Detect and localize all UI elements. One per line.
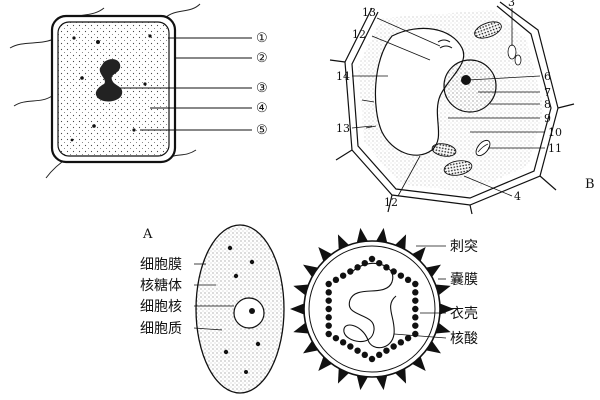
diagram-c-bacterium xyxy=(193,224,285,394)
panel-letter-b: B xyxy=(585,177,595,192)
capsomere xyxy=(404,334,412,342)
capsomere xyxy=(412,305,419,313)
virus-envelope xyxy=(303,240,441,378)
nucleus-shape xyxy=(95,59,123,102)
label-b-12-top: 12 xyxy=(352,28,366,41)
nucleus xyxy=(233,297,265,329)
capsomere xyxy=(412,297,419,304)
label-b-8: 8 xyxy=(544,98,551,111)
callout-1: ① xyxy=(256,31,268,46)
label-b-10: 10 xyxy=(548,126,562,139)
capsomere xyxy=(397,339,405,346)
capsomere xyxy=(332,334,340,342)
capsomere xyxy=(339,272,347,279)
callout-5: ⑤ xyxy=(256,123,268,138)
capsomere xyxy=(325,305,332,313)
capsomere xyxy=(325,314,332,321)
capsomere xyxy=(368,255,376,263)
label-b-9: 9 xyxy=(544,112,551,125)
capsomere xyxy=(390,343,397,350)
diagram-d-virus xyxy=(290,227,454,391)
label-nucleic-acid: 核酸 xyxy=(450,331,478,347)
label-b-11: 11 xyxy=(548,142,562,155)
spike xyxy=(318,247,333,263)
spike xyxy=(375,227,388,244)
nucleus xyxy=(443,59,497,113)
spike xyxy=(411,247,426,263)
label-nucleus: 细胞核 xyxy=(140,299,182,315)
virus-capsid xyxy=(325,255,419,363)
label-b-14: 14 xyxy=(336,70,350,83)
capsomere xyxy=(347,268,354,275)
capsomere xyxy=(332,276,340,284)
capsomere xyxy=(325,289,332,296)
chloroplast xyxy=(431,143,457,157)
label-cytoplasm: 细胞质 xyxy=(140,321,182,337)
capsomere xyxy=(412,322,419,329)
capsomere xyxy=(347,343,354,350)
label-capsid: 衣壳 xyxy=(450,305,478,322)
spike xyxy=(303,264,320,278)
spike xyxy=(318,355,333,371)
label-b-13-top: 13 xyxy=(362,6,376,19)
label-ribosome: 核糖体 xyxy=(140,278,182,294)
capsomere xyxy=(325,330,332,338)
capsomere xyxy=(339,339,347,346)
diagram-b-plant-cell xyxy=(329,1,575,215)
capsomere xyxy=(412,289,419,296)
spike xyxy=(356,227,369,244)
spike xyxy=(438,302,454,316)
capsomere xyxy=(354,347,361,354)
label-spike: 刺突 xyxy=(450,239,478,255)
spike xyxy=(424,340,441,354)
capsomere xyxy=(368,355,376,363)
capsomere xyxy=(412,330,419,338)
nucleic-acid xyxy=(343,262,397,349)
capsomere xyxy=(383,347,390,354)
mitochondrion xyxy=(475,139,491,157)
spike xyxy=(290,302,306,316)
capsomere xyxy=(404,276,412,284)
spike xyxy=(375,374,388,391)
label-b-3: 3 xyxy=(508,0,515,9)
label-cell-membrane: 细胞膜 xyxy=(140,257,182,273)
panel-letter-a: A xyxy=(142,227,153,242)
callout-4: ④ xyxy=(256,101,268,116)
label-b-13-left: 13 xyxy=(336,122,350,135)
chloroplast xyxy=(443,160,473,176)
callout-2: ② xyxy=(256,51,268,66)
label-b-12-bottom: 12 xyxy=(384,196,398,209)
label-b-7: 7 xyxy=(544,86,551,99)
label-envelope: 囊膜 xyxy=(450,271,478,288)
capsomere xyxy=(412,280,419,288)
vacuole xyxy=(374,27,465,156)
capsomere xyxy=(376,351,383,359)
capsomere xyxy=(361,351,368,359)
spike xyxy=(356,374,369,391)
label-b-4: 4 xyxy=(514,190,521,203)
capsomere xyxy=(325,322,332,329)
callout-3: ③ xyxy=(256,81,268,96)
spike xyxy=(411,355,426,371)
capsomere xyxy=(412,314,419,321)
capsomere xyxy=(325,297,332,304)
spike xyxy=(424,264,441,278)
spike xyxy=(303,340,320,354)
diagram-a-plant-cell xyxy=(9,3,252,179)
chloroplast xyxy=(474,21,502,39)
capsomere xyxy=(325,280,332,288)
capsomere xyxy=(397,272,405,279)
label-b-6: 6 xyxy=(544,70,551,83)
